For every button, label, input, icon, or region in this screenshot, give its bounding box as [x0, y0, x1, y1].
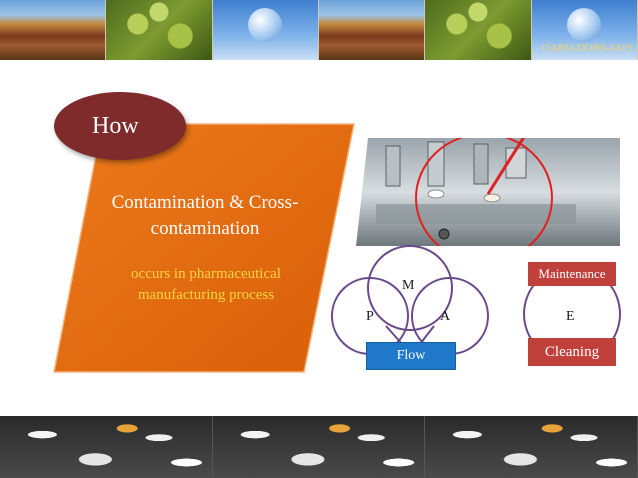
top-banner: OARO-DORS-0419 [0, 0, 638, 60]
maintenance-box: Maintenance [528, 262, 616, 286]
venn-label-p: P [366, 309, 374, 324]
main-title: Contamination & Cross-contamination [111, 192, 299, 239]
orange-panel [53, 123, 355, 373]
pills-image [425, 416, 638, 478]
tablet-press-photo [356, 138, 620, 246]
books-image [318, 0, 426, 60]
pills-footer [0, 416, 638, 478]
globe-hand-image [531, 0, 638, 60]
pills-image [212, 416, 426, 478]
venn-label-m: M [402, 278, 415, 293]
pills-image [0, 416, 213, 478]
main-subtitle: occurs in pharmaceutical manufacturing p… [131, 266, 281, 303]
cycle-label-e: E [566, 309, 575, 324]
fruit-tree-image [425, 0, 532, 60]
flow-box: Flow [366, 342, 456, 370]
cleaning-box: Cleaning [528, 338, 616, 366]
globe-hand-image [212, 0, 319, 60]
books-image [0, 0, 107, 60]
venn-label-a: A [440, 309, 451, 324]
fruit-tree-image [106, 0, 213, 60]
document-code: OARO-DORS-0419 [542, 42, 632, 54]
how-badge: How [54, 92, 186, 160]
how-label: How [92, 112, 139, 139]
